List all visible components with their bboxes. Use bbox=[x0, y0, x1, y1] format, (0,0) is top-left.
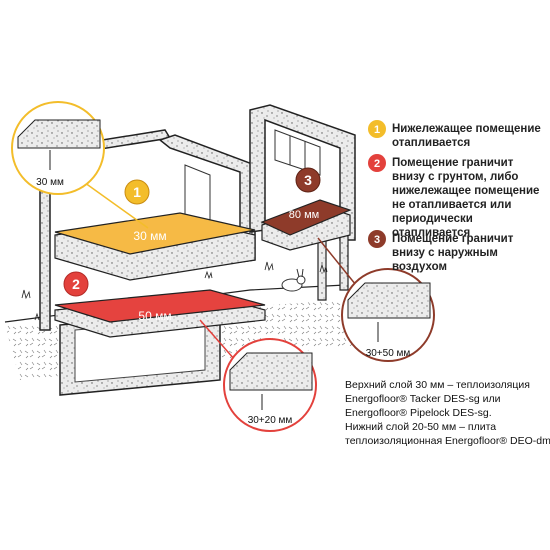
legend-2-line-2: внизу с грунтом, либо bbox=[392, 171, 519, 183]
window-mullions bbox=[289, 136, 306, 170]
legend-item-1: Нижележащее помещение отапливается bbox=[392, 122, 541, 150]
floor-1-number: 1 bbox=[133, 184, 141, 200]
description-line-5: теплоизоляционная Energofloor® DEO-dm. bbox=[345, 435, 550, 447]
detail-layers-bottom bbox=[229, 352, 313, 391]
legend-2-line-3: нижележащее помещение bbox=[392, 185, 540, 197]
insulation-description: Верхний слой 30 мм – теплоизоляция Energ… bbox=[345, 378, 550, 448]
rabbit-icon bbox=[281, 268, 306, 292]
legend-3-line-1: Помещение граничит bbox=[392, 233, 514, 245]
legend-1-line-1: Нижележащее помещение bbox=[392, 123, 541, 135]
legend-2-line-4: не отапливается или bbox=[392, 199, 512, 211]
legend-2-line-1: Помещение граничит bbox=[392, 157, 514, 169]
floor-2-badge bbox=[63, 271, 89, 297]
floor-2-number: 2 bbox=[72, 276, 80, 292]
floor-2-thickness: 50 мм bbox=[138, 309, 171, 323]
floor-1-thickness: 30 мм bbox=[133, 229, 166, 243]
floor-3-surface bbox=[260, 199, 352, 236]
legend-2-line-5: периодически отапливается bbox=[392, 213, 473, 239]
detail-label-right: 30+50 мм bbox=[366, 348, 411, 359]
legend-3-number: 3 bbox=[374, 234, 380, 246]
floor-3-number: 3 bbox=[304, 172, 312, 188]
detail-label-bottom: 30+20 мм bbox=[248, 415, 293, 426]
description-line-3: Energofloor® Pipelock DES-sg. bbox=[345, 407, 492, 419]
legend-2-badge bbox=[368, 154, 386, 172]
legend-1-line-2: отапливается bbox=[392, 137, 471, 149]
upper-room-walls bbox=[249, 104, 356, 241]
legend-2-number: 2 bbox=[374, 158, 380, 170]
description-line-1: Верхний слой 30 мм – теплоизоляция bbox=[345, 379, 530, 391]
legend-3-line-2: внизу с наружным воздухом bbox=[392, 247, 498, 273]
description-line-2: Energofloor® Tacker DES-sg или bbox=[345, 393, 501, 405]
detail-layers-top-left bbox=[17, 119, 101, 149]
legend-3-badge bbox=[368, 230, 386, 248]
floor-3-thickness: 80 мм bbox=[289, 209, 319, 221]
legend-1-badge bbox=[368, 120, 386, 138]
floor-2-surface bbox=[54, 289, 266, 323]
detail-layers-right bbox=[347, 282, 431, 319]
legend-1-number: 1 bbox=[374, 124, 380, 136]
detail-label-top-left: 30 мм bbox=[36, 177, 64, 188]
floor-3-badge bbox=[295, 167, 321, 193]
leader-line-right bbox=[317, 237, 361, 291]
grass-icon bbox=[21, 261, 328, 321]
legend-item-3: Помещение граничит внизу с наружным возд… bbox=[392, 232, 550, 274]
leader-line-bottom bbox=[199, 319, 236, 361]
floor-1-badge bbox=[124, 179, 150, 205]
column-right bbox=[339, 234, 349, 291]
description-line-4: Нижний слой 20-50 мм – плита bbox=[345, 421, 497, 433]
floor-1-surface bbox=[54, 212, 256, 255]
legend-item-2: Помещение граничит внизу с грунтом, либо… bbox=[392, 156, 550, 240]
